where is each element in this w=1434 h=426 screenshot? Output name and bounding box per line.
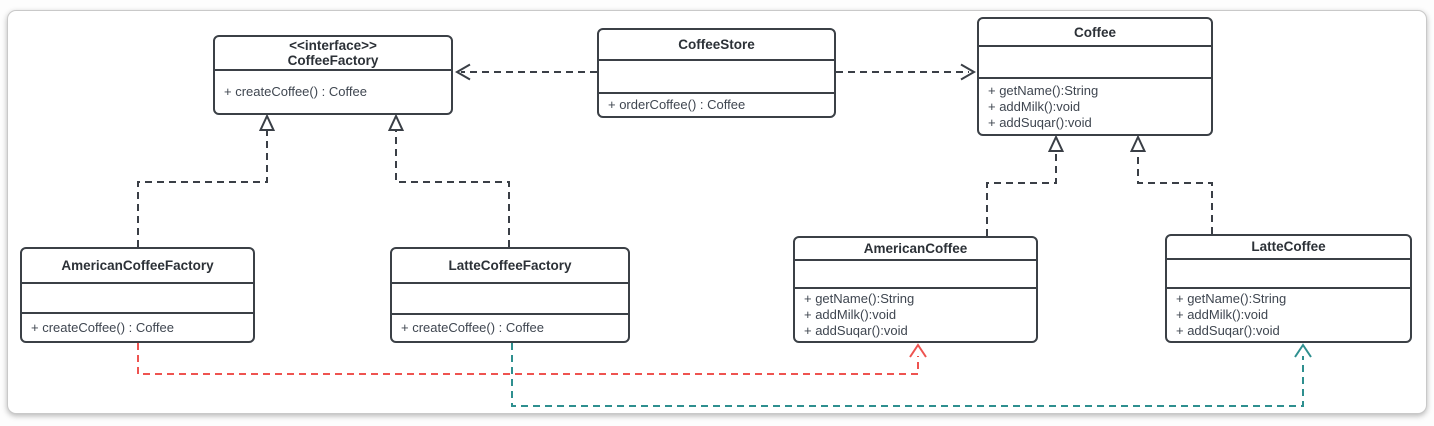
class-title: LatteCoffee bbox=[1167, 236, 1410, 258]
attributes-compartment bbox=[795, 258, 1036, 287]
class-name: CoffeeStore bbox=[678, 37, 755, 52]
method: + createCoffee() : Coffee bbox=[224, 84, 367, 99]
class-title: AmericanCoffeeFactory bbox=[22, 249, 253, 282]
class-title: Coffee bbox=[979, 19, 1211, 45]
class-title: CoffeeStore bbox=[599, 30, 834, 59]
method: + addMilk():void bbox=[988, 98, 1081, 114]
method: + addMilk():void bbox=[804, 307, 897, 322]
class-title: LatteCoffeeFactory bbox=[392, 249, 628, 282]
class-name: CoffeeFactory bbox=[287, 53, 379, 68]
methods-compartment: + createCoffee() : Coffee bbox=[215, 69, 451, 113]
method: + addSuqar():void bbox=[1176, 323, 1280, 338]
class-name: Coffee bbox=[1073, 24, 1116, 40]
methods-compartment: + getName():String + addMilk():void + ad… bbox=[1167, 287, 1410, 341]
attributes-compartment bbox=[22, 282, 253, 312]
method: + addMilk():void bbox=[1176, 307, 1269, 322]
attributes-compartment bbox=[979, 45, 1211, 77]
attributes-compartment bbox=[1167, 257, 1410, 287]
class-americancoffee[interactable]: AmericanCoffee + getName():String + addM… bbox=[793, 236, 1038, 343]
methods-compartment: + createCoffee() : Coffee bbox=[392, 313, 628, 341]
attributes-compartment bbox=[599, 59, 834, 92]
methods-compartment: + getName():String + addMilk():void + ad… bbox=[979, 77, 1211, 134]
class-lattecoffeefactory[interactable]: LatteCoffeeFactory + createCoffee() : Co… bbox=[390, 247, 630, 343]
class-title: AmericanCoffee bbox=[795, 238, 1036, 259]
class-coffee[interactable]: Coffee + getName():String + addMilk():vo… bbox=[977, 17, 1213, 136]
class-name: AmericanCoffee bbox=[863, 240, 968, 256]
methods-compartment: + getName():String + addMilk():void + ad… bbox=[795, 287, 1036, 341]
class-title: <<interface>> CoffeeFactory bbox=[215, 37, 451, 69]
methods-compartment: + orderCoffee() : Coffee bbox=[599, 92, 834, 116]
class-americancoffeefactory[interactable]: AmericanCoffeeFactory + createCoffee() :… bbox=[20, 247, 255, 343]
method: + orderCoffee() : Coffee bbox=[608, 97, 746, 112]
method: + getName():String bbox=[988, 82, 1099, 98]
method: + createCoffee() : Coffee bbox=[31, 319, 174, 335]
class-lattecoffee[interactable]: LatteCoffee + getName():String + addMilk… bbox=[1165, 234, 1412, 343]
class-stereotype: <<interface>> bbox=[289, 38, 377, 53]
methods-compartment: + createCoffee() : Coffee bbox=[22, 312, 253, 341]
method: + addSuqar():void bbox=[804, 323, 908, 338]
attributes-compartment bbox=[392, 282, 628, 313]
method: + getName():String bbox=[1176, 291, 1287, 306]
method: + getName():String bbox=[804, 291, 915, 306]
method: + addSuqar():void bbox=[988, 114, 1092, 130]
class-name: LatteCoffee bbox=[1251, 239, 1326, 255]
class-coffeefactory[interactable]: <<interface>> CoffeeFactory + createCoff… bbox=[213, 35, 453, 115]
method: + createCoffee() : Coffee bbox=[401, 320, 544, 335]
class-coffeestore[interactable]: CoffeeStore + orderCoffee() : Coffee bbox=[597, 28, 836, 118]
class-name: LatteCoffeeFactory bbox=[448, 258, 572, 273]
class-name: AmericanCoffeeFactory bbox=[61, 258, 214, 273]
